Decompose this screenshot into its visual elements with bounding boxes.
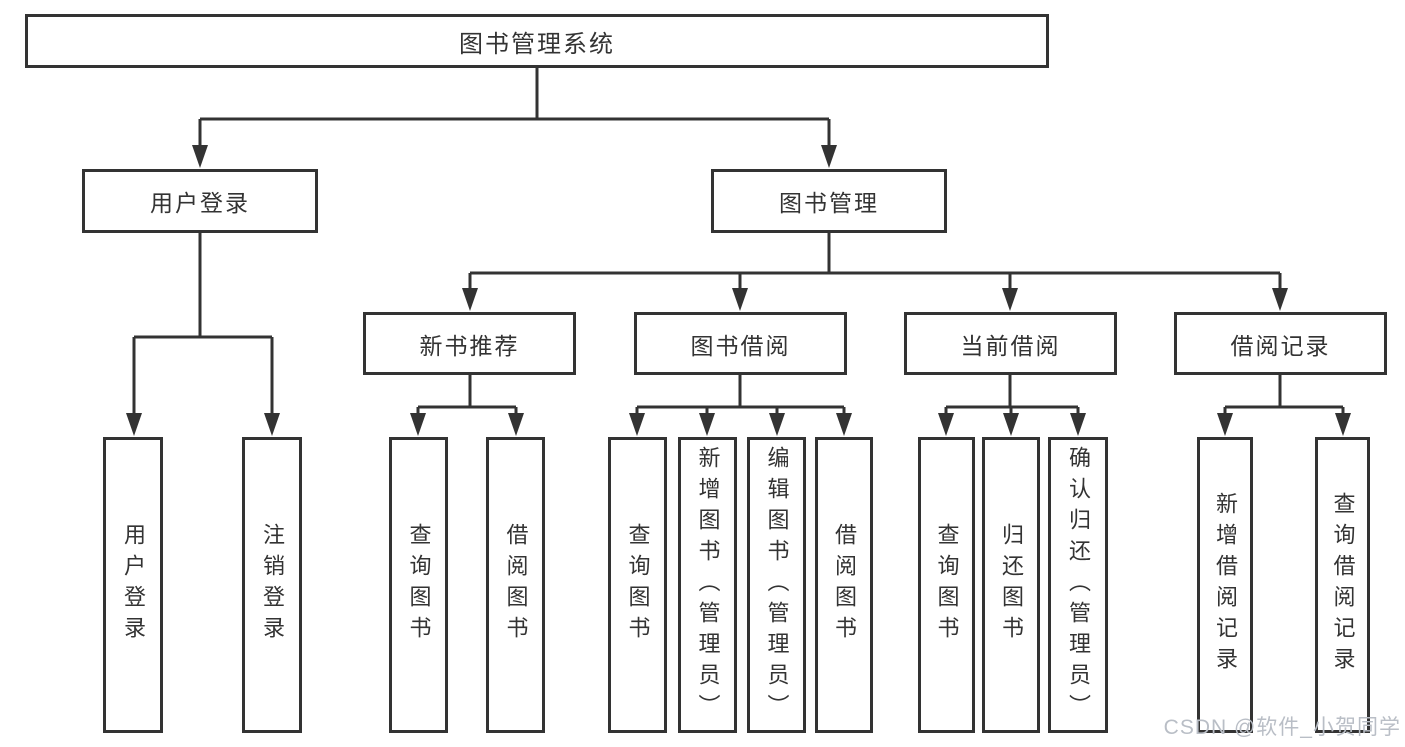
- leaf-logout: 注销登录: [242, 437, 302, 733]
- connector-new-book-branch: [416, 375, 518, 414]
- leaf-add-borrow-record: 新增借阅记录: [1197, 437, 1253, 733]
- connector-root-to-level2: [198, 68, 831, 147]
- leaf-return-books: 归还图书: [982, 437, 1040, 733]
- connector-book-management-branch: [468, 233, 1282, 289]
- node-new-book-recommend: 新书推荐: [363, 312, 576, 375]
- leaf-query-books-1: 查询图书: [389, 437, 448, 733]
- leaf-confirm-return-admin: 确认归还（管理员）: [1048, 437, 1108, 733]
- leaf-query-books-2: 查询图书: [608, 437, 667, 733]
- connector-book-borrow-branch: [635, 375, 846, 414]
- connector-borrow-record-branch: [1223, 375, 1345, 414]
- node-book-management: 图书管理: [711, 169, 947, 233]
- leaf-query-borrow-record: 查询借阅记录: [1315, 437, 1370, 733]
- node-borrow-record: 借阅记录: [1174, 312, 1387, 375]
- leaf-borrow-books-1: 借阅图书: [486, 437, 545, 733]
- node-book-borrow: 图书借阅: [634, 312, 847, 375]
- node-current-borrow: 当前借阅: [904, 312, 1117, 375]
- arrowheads: [126, 145, 1351, 436]
- connector-user-login-branch: [132, 233, 274, 414]
- csdn-watermark: CSDN @软件_小贺同学: [1163, 716, 1401, 739]
- connector-current-borrow-branch: [944, 375, 1080, 414]
- leaf-edit-books-admin: 编辑图书（管理员）: [747, 437, 806, 733]
- leaf-borrow-books-2: 借阅图书: [815, 437, 873, 733]
- leaf-query-books-3: 查询图书: [918, 437, 975, 733]
- node-library-management-system: 图书管理系统: [25, 14, 1049, 68]
- leaf-user-login: 用户登录: [103, 437, 163, 733]
- leaf-add-books-admin: 新增图书（管理员）: [678, 437, 737, 733]
- node-user-login: 用户登录: [82, 169, 318, 233]
